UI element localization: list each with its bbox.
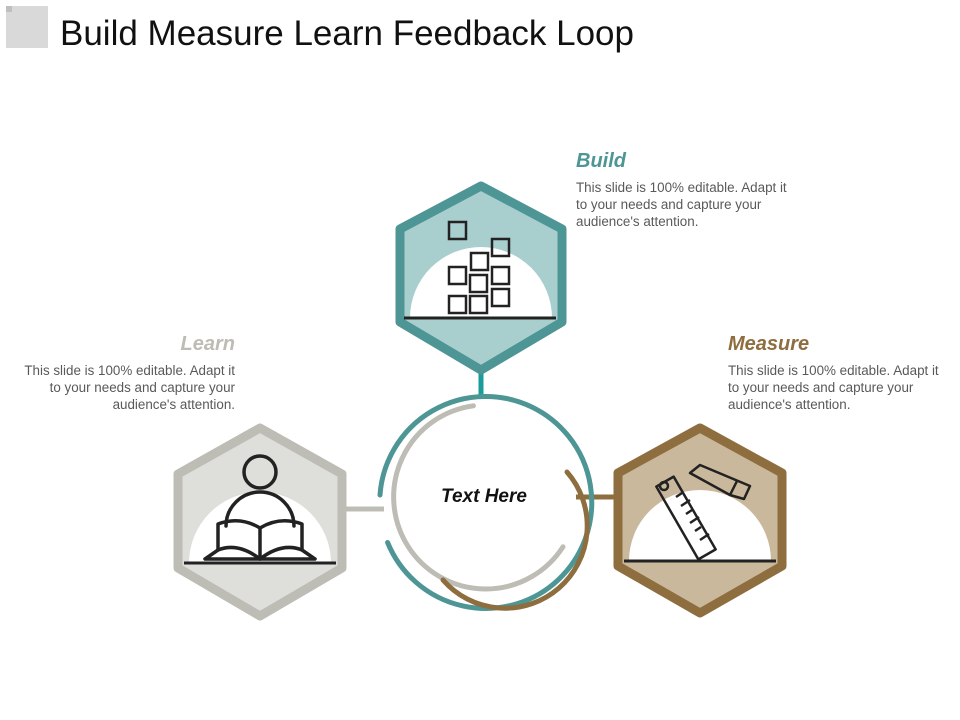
build-text-block: Build This slide is 100% editable. Adapt… xyxy=(576,150,801,230)
measure-heading: Measure xyxy=(728,333,810,355)
build-hexagon xyxy=(395,181,567,375)
measure-hexagon xyxy=(613,423,787,618)
reader-icon xyxy=(203,454,317,561)
build-heading: Build xyxy=(576,150,626,172)
outer-ring xyxy=(377,394,595,611)
middle-ring xyxy=(391,403,566,592)
learn-hexagon xyxy=(173,423,347,621)
build-description: This slide is 100% editable. Adapt it to… xyxy=(576,180,787,229)
inner-ring xyxy=(440,469,590,611)
measure-description: This slide is 100% editable. Adapt it to… xyxy=(728,363,939,412)
learn-description: This slide is 100% editable. Adapt it to… xyxy=(24,363,235,412)
learn-heading: Learn xyxy=(180,333,235,355)
learn-text-block: Learn This slide is 100% editable. Adapt… xyxy=(10,333,235,413)
center-label: Text Here xyxy=(441,486,527,507)
corner-dot xyxy=(6,6,12,12)
slide-title: Build Measure Learn Feedback Loop xyxy=(60,14,634,53)
measure-text-block: Measure This slide is 100% editable. Ada… xyxy=(728,333,953,413)
blocks-icon xyxy=(447,220,511,315)
ruler-pencil-icon xyxy=(655,463,752,561)
corner-decoration xyxy=(6,6,48,48)
